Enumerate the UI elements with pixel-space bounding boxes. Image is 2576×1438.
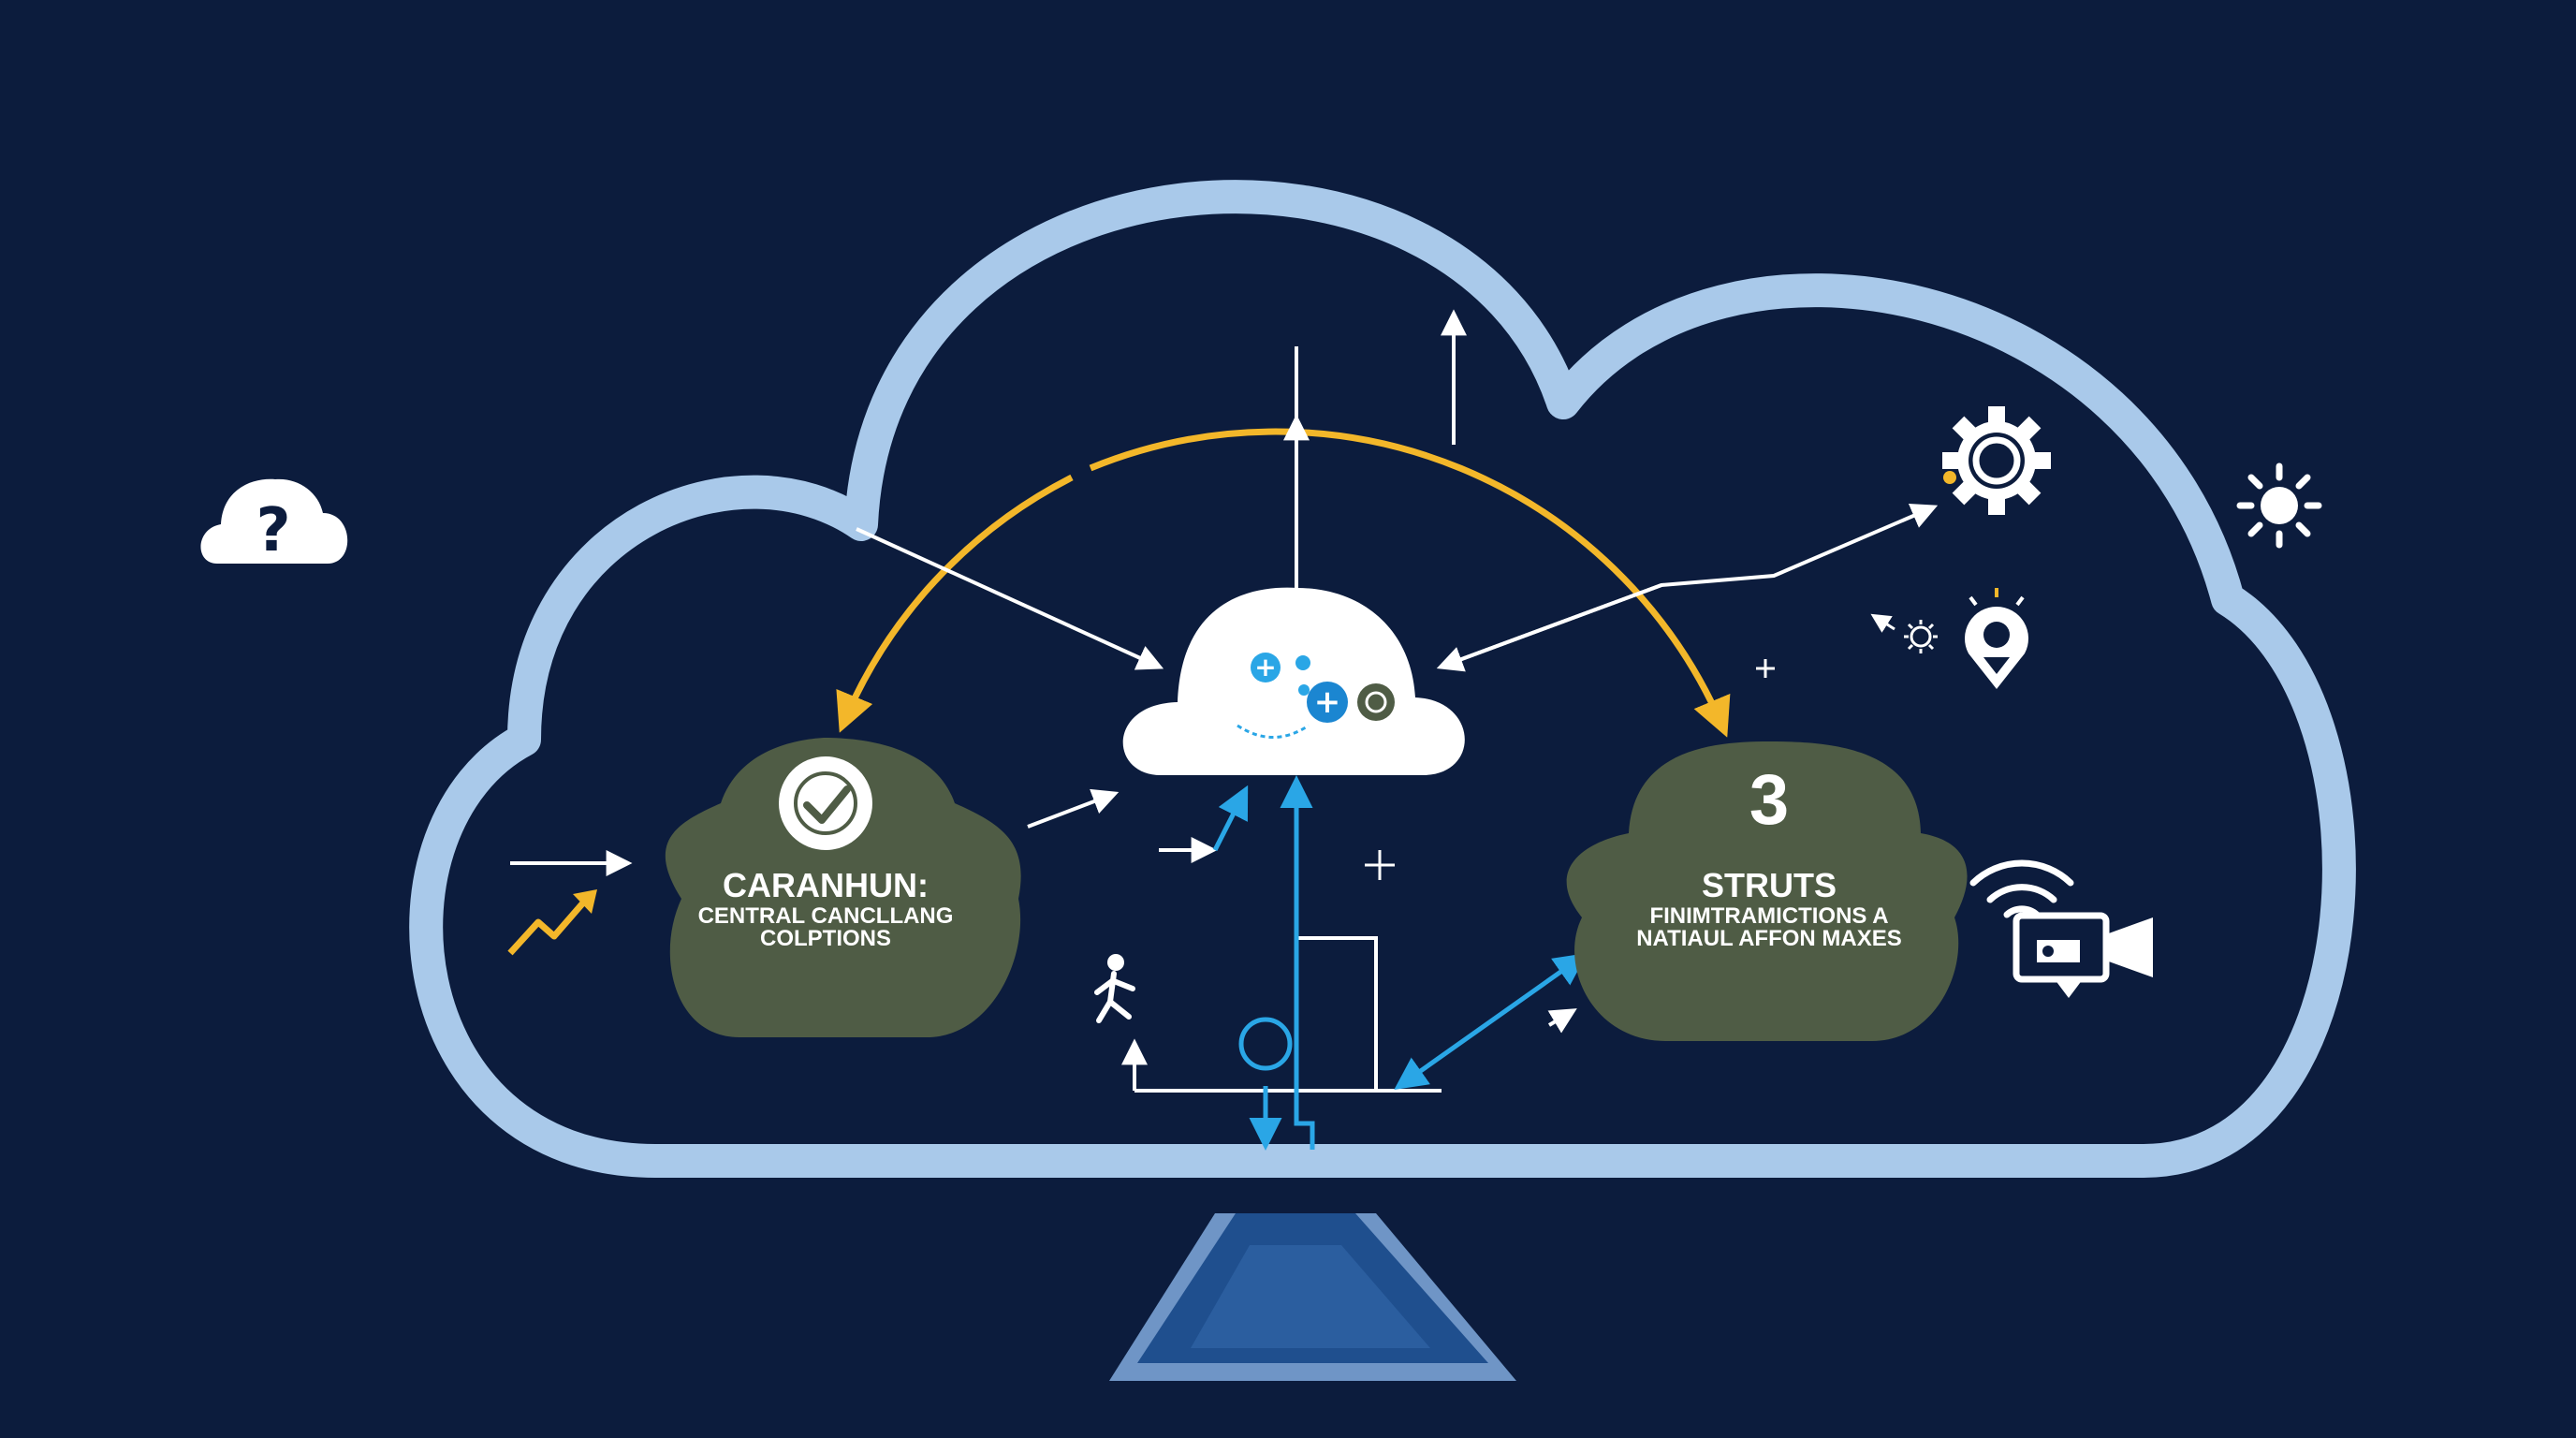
left-node: CARANHUN: CENTRAL CANCLLANG COLPTIONS: [665, 738, 1021, 1037]
right-node-number: 3: [1749, 760, 1789, 840]
right-node-line2: NATIAUL AFFON MAXES: [1636, 926, 1902, 951]
question-cloud-badge: ?: [200, 478, 348, 565]
right-node-title: STRUTS: [1702, 866, 1837, 904]
small-gear-icon: [1870, 613, 1938, 653]
sun-icon: [2236, 462, 2322, 549]
white-connectors: [510, 309, 1939, 1093]
svg-text:+: +: [1314, 683, 1341, 721]
main-cloud-outline: [409, 180, 2356, 1178]
question-mark-icon: ?: [256, 496, 290, 565]
gear-icon: [1942, 406, 2051, 515]
plus-marks: [1365, 659, 1775, 880]
checkmark-badge-icon: [779, 756, 872, 850]
blue-flows: [1212, 775, 1588, 1151]
right-node-line1: FINIMTRAMICTIONS A: [1649, 903, 1888, 929]
left-node-title: CARANHUN:: [723, 866, 929, 904]
yellow-arc: [836, 428, 1731, 738]
location-pin-icon: [1965, 588, 2028, 689]
svg-text:+: +: [1254, 652, 1276, 682]
wifi-icon: [1969, 859, 2074, 918]
center-cloud-hub: + +: [1122, 587, 1465, 775]
walking-person-icon: [1094, 954, 1135, 1023]
cloud-stand: [1109, 1213, 1516, 1381]
flow-node-circle: [1238, 1017, 1293, 1071]
video-camera-icon: [2012, 912, 2153, 998]
left-node-line1: CENTRAL CANCLLANG: [698, 903, 954, 929]
trend-arrow-icon: [507, 889, 597, 956]
right-node: 3 STRUTS FINIMTRAMICTIONS A NATIAUL AFFO…: [1566, 741, 1968, 1041]
plus-circle-icons: + +: [1237, 652, 1395, 739]
left-node-line2: COLPTIONS: [760, 926, 891, 951]
